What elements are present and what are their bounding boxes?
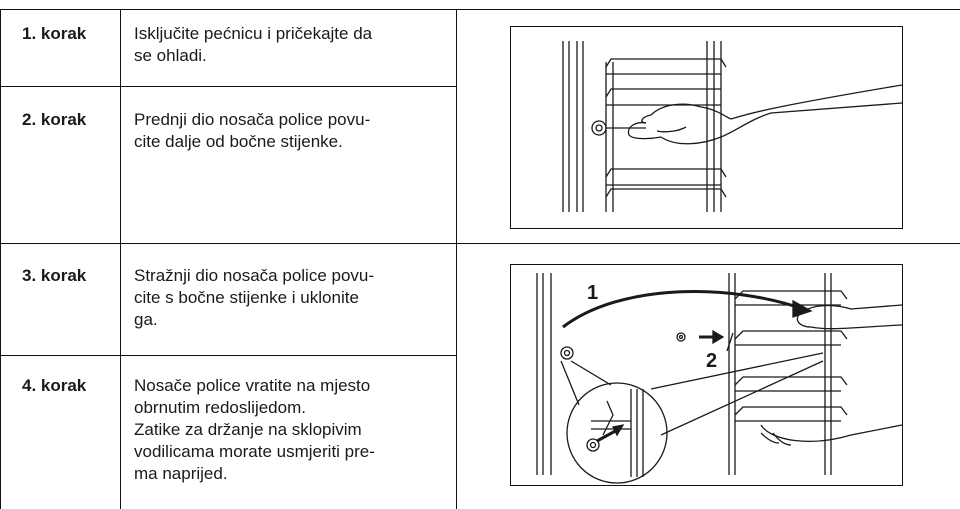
image-column-divider xyxy=(456,9,457,509)
step-4-line: vodilicama morate usmjeriti pre- xyxy=(134,442,375,461)
step-1-text: Isključite pećnicu i pričekajte da se oh… xyxy=(134,23,452,67)
step-1-label: 1. korak xyxy=(22,24,87,43)
section-divider xyxy=(0,243,960,244)
step-2-label: 2. korak xyxy=(22,110,87,129)
left-border xyxy=(0,9,1,509)
row-divider-1 xyxy=(0,86,456,87)
step-3-label: 3. korak xyxy=(22,266,87,285)
step-3-line: cite s bočne stijenke i uklonite xyxy=(134,288,359,307)
step-4-line: ma naprijed. xyxy=(134,464,228,483)
illustration-remove-front-support xyxy=(510,26,903,229)
step-2-text: Prednji dio nosača police povu- cite dal… xyxy=(134,109,452,153)
step-4-line: obrnutim redoslijedom. xyxy=(134,398,306,417)
illustration-remove-rear-support: 1 2 xyxy=(510,264,903,486)
step-3-text: Stražnji dio nosača police povu- cite s … xyxy=(134,265,452,331)
step-3-line: Stražnji dio nosača police povu- xyxy=(134,266,375,285)
step-1-line: se ohladi. xyxy=(134,46,207,65)
label-column-divider xyxy=(120,9,121,509)
step-4-label: 4. korak xyxy=(22,376,87,395)
callout-number-1: 1 xyxy=(587,282,599,304)
step-4-text: Nosače police vratite na mjesto obrnutim… xyxy=(134,375,452,485)
step-3-line: ga. xyxy=(134,310,158,329)
callout-number-2: 2 xyxy=(706,350,718,372)
top-rule xyxy=(0,9,960,10)
step-4-line: Nosače police vratite na mjesto xyxy=(134,376,371,395)
step-2-line: cite dalje od bočne stijenke. xyxy=(134,132,343,151)
step-4-line: Zatike za držanje na sklopivim xyxy=(134,420,362,439)
step-1-line: Isključite pećnicu i pričekajte da xyxy=(134,24,373,43)
step-2-line: Prednji dio nosača police povu- xyxy=(134,110,371,129)
row-divider-3 xyxy=(0,355,456,356)
